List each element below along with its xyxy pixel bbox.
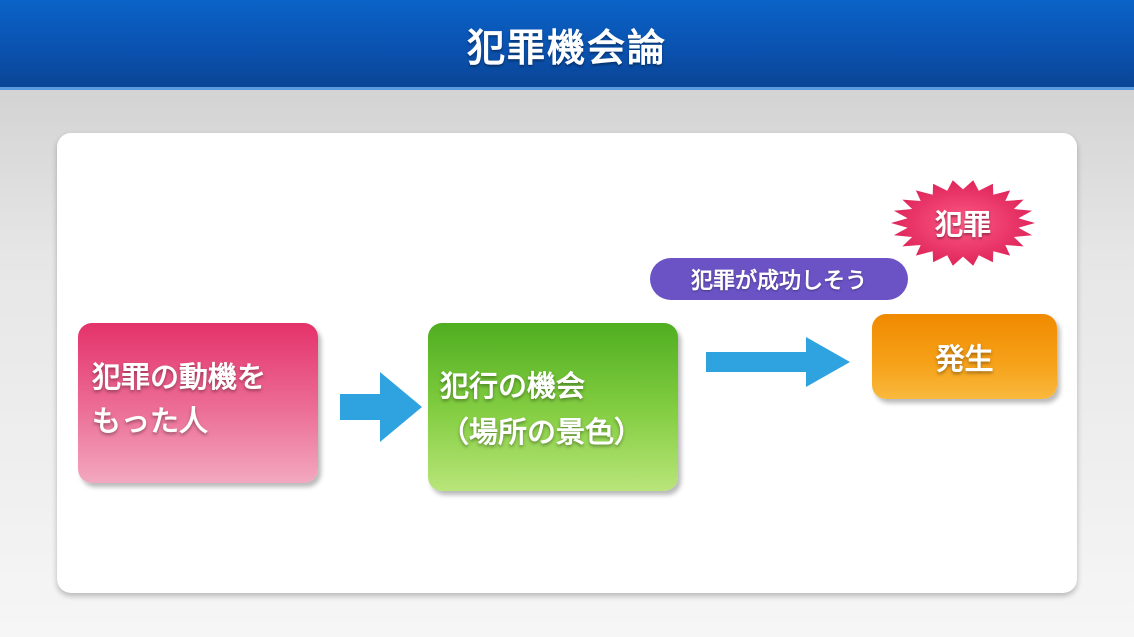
crime-burst-label: 犯罪 [934, 208, 991, 241]
page-title: 犯罪機会論 [466, 25, 667, 70]
header-bar: 犯罪機会論 [0, 0, 1134, 90]
occurs-label: 発生 [935, 341, 994, 376]
motive-box: 犯罪の動機を もった人 [78, 323, 318, 483]
opportunity-line-2: （場所の景色） [440, 415, 644, 449]
opportunity-line-1: 犯行の機会 [440, 369, 586, 403]
occurs-box: 発生 [872, 314, 1057, 399]
burst-icon [891, 180, 1035, 266]
motive-line-2: もった人 [92, 404, 209, 438]
motive-line-1: 犯罪の動機を [92, 360, 267, 394]
arrow-right-icon [706, 337, 850, 387]
condition-label: 犯罪が成功しそう [650, 258, 908, 300]
arrow-right-icon [340, 372, 422, 442]
opportunity-box: 犯行の機会 （場所の景色） [428, 323, 678, 491]
